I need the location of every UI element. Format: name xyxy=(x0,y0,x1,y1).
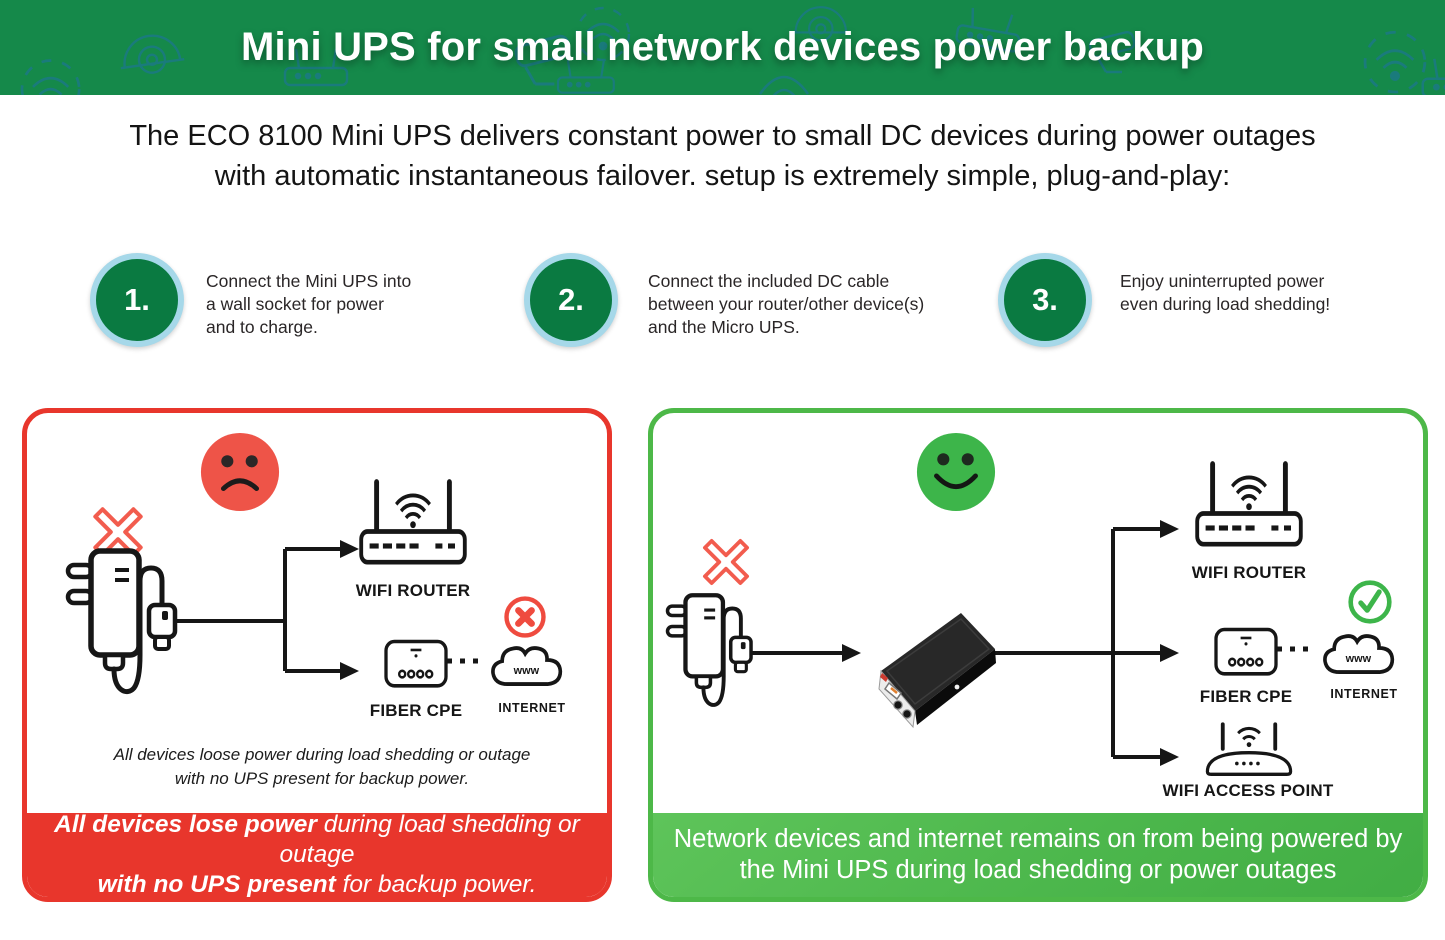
intro-line-2: with automatic instantaneous failover. s… xyxy=(214,160,1231,192)
www-label: www xyxy=(1345,653,1372,665)
fiber-cpe-label: FIBER CPE xyxy=(369,701,463,720)
power-cut-x-icon xyxy=(703,539,749,585)
fiber-cpe-label: FIBER CPE xyxy=(1199,687,1293,706)
internet-down-x-icon xyxy=(504,596,546,638)
left-footer-line-2: with no UPS present for backup power. xyxy=(97,871,537,898)
wifi-access-point-label: WIFI ACCESS POINT xyxy=(1162,781,1334,800)
no-ups-panel: WIFI ROUTER FIBER CPE www INTERNE xyxy=(22,408,612,902)
wifi-router-icon xyxy=(359,479,467,565)
with-ups-footer: Network devices and internet remains on … xyxy=(653,813,1423,897)
fiber-cpe-icon xyxy=(384,639,448,688)
step-2-badge: 2. xyxy=(524,253,618,347)
happy-face-icon xyxy=(916,432,996,512)
www-label: www xyxy=(513,665,540,677)
wifi-router-icon xyxy=(1195,461,1303,547)
step-2-number: 2. xyxy=(558,282,584,317)
right-footer-line-2: the Mini UPS during load shedding or pow… xyxy=(739,856,1337,884)
header-banner: Mini UPS for small network devices power… xyxy=(0,0,1445,95)
internet-cloud-icon: www xyxy=(491,646,563,686)
step-1-number: 1. xyxy=(124,282,150,317)
internet-ok-check-icon xyxy=(1348,580,1392,624)
step-3-text: Enjoy uninterrupted power even during lo… xyxy=(1120,271,1331,314)
internet-cloud-icon: www xyxy=(1323,634,1395,674)
step-1-badge: 1. xyxy=(90,253,184,347)
wall-adapter-icon xyxy=(65,548,178,694)
no-ups-footer: All devices lose power during load shedd… xyxy=(27,811,607,898)
page-title: Mini UPS for small network devices power… xyxy=(241,25,1204,69)
right-footer-line-1: Network devices and internet remains on … xyxy=(673,825,1403,853)
intro-line-1: The ECO 8100 Mini UPS delivers constant … xyxy=(129,120,1316,152)
wifi-access-point-icon xyxy=(1205,722,1293,776)
step-1-text: Connect the Mini UPS into a wall socket … xyxy=(206,271,412,337)
step-2-text: Connect the included DC cable between yo… xyxy=(648,271,925,337)
wifi-router-label: WIFI ROUTER xyxy=(1191,563,1307,582)
right-connection-lines xyxy=(751,520,1315,766)
left-footer-line-1: All devices lose power during load shedd… xyxy=(54,811,580,868)
step-3-badge: 3. xyxy=(998,253,1092,347)
left-caption: All devices loose power during load shed… xyxy=(113,745,531,788)
mini-ups-device xyxy=(878,613,996,729)
internet-label: INTERNET xyxy=(1330,687,1398,701)
step-3-number: 3. xyxy=(1032,282,1058,317)
with-ups-panel: WIFI ROUTER FIBER CPE www INTERNET xyxy=(648,408,1428,902)
wall-adapter-icon xyxy=(665,593,753,707)
intro-paragraph: The ECO 8100 Mini UPS delivers constant … xyxy=(0,116,1445,196)
sad-face-icon xyxy=(200,432,280,512)
wifi-router-label: WIFI ROUTER xyxy=(355,581,471,600)
internet-label: INTERNET xyxy=(498,701,566,715)
fiber-cpe-icon xyxy=(1214,627,1278,676)
